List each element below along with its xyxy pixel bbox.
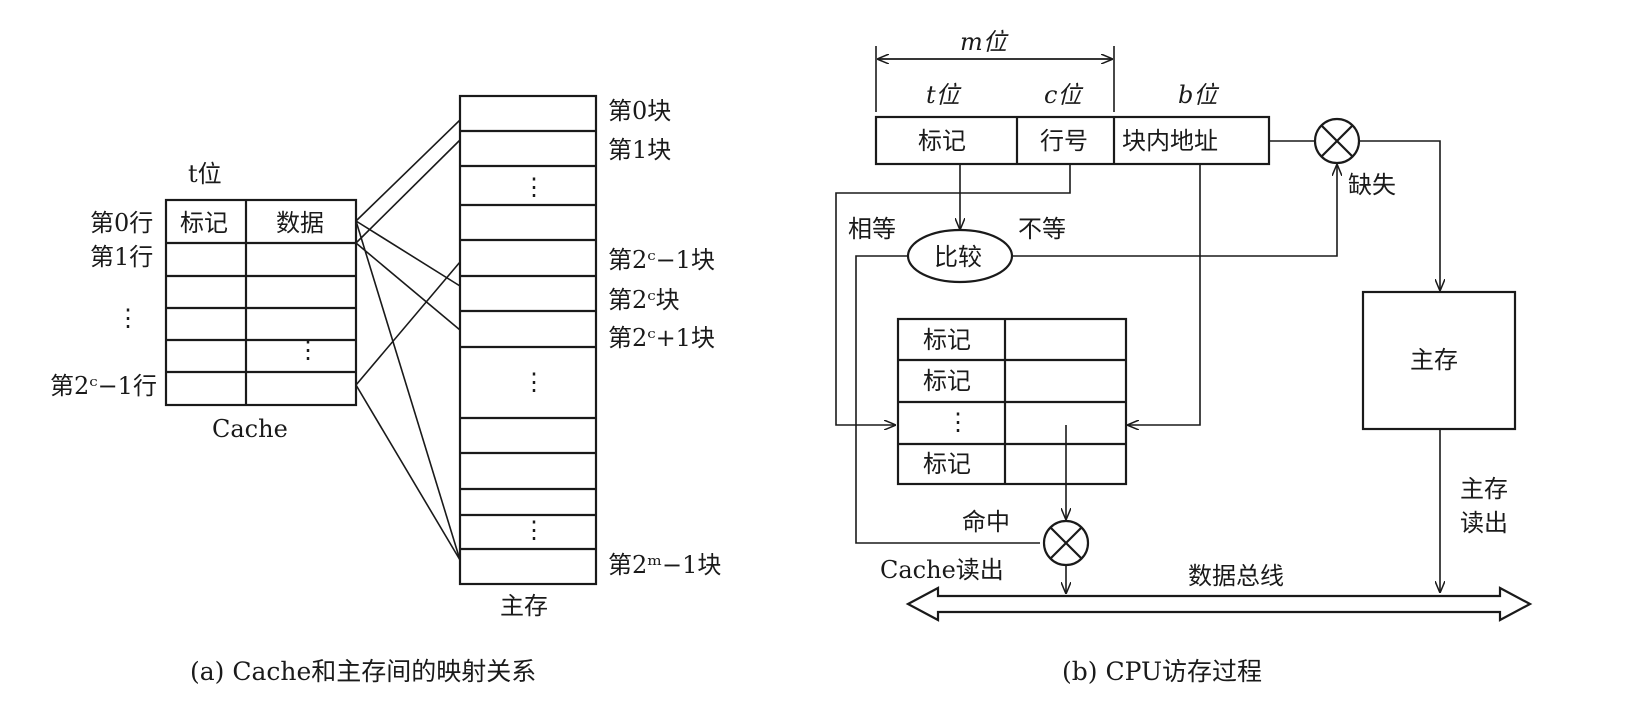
cache-inner-dots: ⋮ xyxy=(296,336,320,364)
memory-dots-2: ⋮ xyxy=(522,368,546,396)
panel-a: t位 标记 数据 ⋮ 第0行 第1行 ⋮ 第2ᶜ−1行 Cache xyxy=(50,94,721,686)
address-line-field: 行号 xyxy=(1040,127,1088,155)
t-bits-label: t位 xyxy=(926,81,962,109)
address-register: 标记 行号 块内地址 xyxy=(874,115,1271,166)
c-bits-label: c位 xyxy=(1044,81,1083,109)
b-bits-label: b位 xyxy=(1178,81,1219,109)
cache-label: Cache xyxy=(212,415,288,443)
mapping-lines xyxy=(355,119,461,561)
main-memory-label: 主存 xyxy=(1410,346,1458,374)
tag-row-last: 标记 xyxy=(923,450,971,478)
cache-outline xyxy=(164,198,358,407)
cache-row-0-label: 第0行 xyxy=(90,209,153,237)
data-bus-label: 数据总线 xyxy=(1188,562,1284,590)
cache-t-bits-label: t位 xyxy=(188,160,222,188)
mem-read-label-1: 主存 xyxy=(1460,475,1508,503)
address-outline xyxy=(874,115,1271,166)
address-tag-field: 标记 xyxy=(918,127,966,155)
cache-row-dots: ⋮ xyxy=(116,304,140,332)
cache-tag-table: 标记 标记 ⋮ 标记 xyxy=(896,317,1128,486)
cache-tag-header: 标记 xyxy=(180,209,228,237)
hit-gate-icon xyxy=(1042,519,1090,567)
main-memory-column: ⋮ ⋮ ⋮ xyxy=(458,94,598,586)
cache-data-header: 数据 xyxy=(276,209,324,237)
cache-table: 标记 数据 ⋮ xyxy=(164,198,358,407)
memory-outline xyxy=(458,94,598,586)
data-bus-arrow xyxy=(905,586,1533,622)
block-2c-1-label: 第2ᶜ−1块 xyxy=(608,246,715,274)
block-2m-1-label: 第2ᵐ−1块 xyxy=(608,551,721,579)
not-equal-label: 不等 xyxy=(1018,215,1066,243)
m-bits-label: m位 xyxy=(960,28,1009,56)
main-memory-box xyxy=(1361,290,1517,431)
caption-b: (b) CPU访存过程 xyxy=(1062,657,1262,686)
address-offset-field: 块内地址 xyxy=(1122,127,1218,155)
caption-a: (a) Cache和主存间的映射关系 xyxy=(190,657,536,686)
panel-b: m位 t位 c位 b位 标记 行号 块内地址 缺失 主存 xyxy=(835,28,1533,686)
memory-dots-1: ⋮ xyxy=(522,173,546,201)
tag-row-2: 标记 xyxy=(923,367,971,395)
block-2c+1-label: 第2ᶜ+1块 xyxy=(608,324,715,352)
block-0-label: 第0块 xyxy=(608,97,671,125)
memory-dots-3: ⋮ xyxy=(522,516,546,544)
memory-label: 主存 xyxy=(500,592,548,620)
block-2c-label: 第2ᶜ块 xyxy=(608,286,680,314)
mem-read-label-2: 读出 xyxy=(1460,509,1508,537)
tag-row-dots: ⋮ xyxy=(946,408,970,436)
cache-row-last-label: 第2ᶜ−1行 xyxy=(50,372,157,400)
block-1-label: 第1块 xyxy=(608,136,671,164)
tag-row-1: 标记 xyxy=(923,326,971,354)
miss-label: 缺失 xyxy=(1348,171,1396,199)
miss-gate-icon xyxy=(1313,117,1361,165)
cache-read-label: Cache读出 xyxy=(880,556,1004,584)
compare-label: 比较 xyxy=(934,243,982,271)
cache-row-1-label: 第1行 xyxy=(90,243,153,271)
hit-label: 命中 xyxy=(962,508,1010,536)
equal-label: 相等 xyxy=(848,215,896,243)
